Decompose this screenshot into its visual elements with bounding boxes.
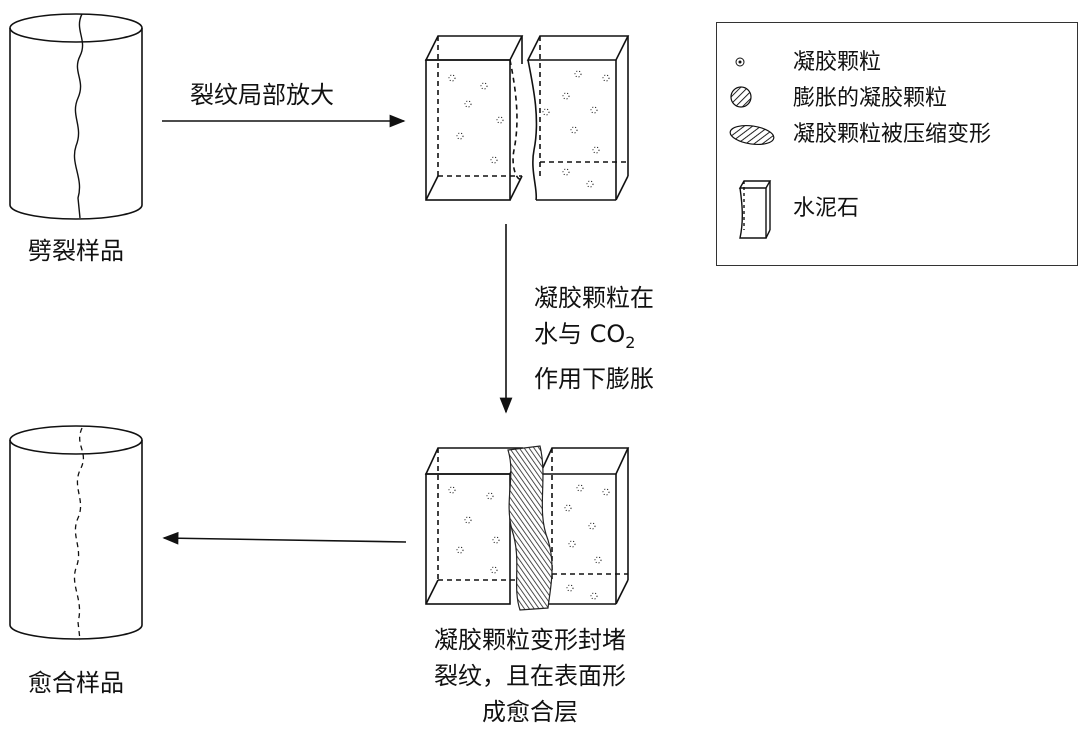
swell-line-2: 水与 CO2 xyxy=(534,320,636,352)
label-seal: 凝胶颗粒变形封堵 裂纹，且在表面形 成愈合层 xyxy=(434,622,626,730)
legend-label-cement: 水泥石 xyxy=(793,196,860,221)
healed-crack-line xyxy=(73,427,85,641)
label-split-sample: 劈裂样品 xyxy=(28,237,124,265)
zoomed-crack-blocks xyxy=(424,35,630,201)
arrow-heal xyxy=(162,531,407,545)
cement-stone-icon xyxy=(738,180,772,239)
seal-line-2: 裂纹，且在表面形 xyxy=(434,662,626,690)
swell-line-3: 作用下膨胀 xyxy=(534,364,654,393)
label-swell: 凝胶颗粒在 水与 CO2 作用下膨胀 xyxy=(534,280,654,397)
swell-line-1: 凝胶颗粒在 xyxy=(534,284,654,312)
label-healed-sample: 愈合样品 xyxy=(28,669,124,697)
legend: 凝胶颗粒 膨胀的凝胶颗粒 凝胶颗粒被压缩变形 水泥石 xyxy=(716,22,1078,266)
gel-particle-icon xyxy=(735,57,745,67)
compressed-gel-particle-icon xyxy=(729,124,775,146)
sealing-gel-layer xyxy=(507,445,553,611)
sealed-crack-blocks xyxy=(424,445,630,611)
legend-label-gel: 凝胶颗粒 xyxy=(793,50,882,75)
legend-label-compressed: 凝胶颗粒被压缩变形 xyxy=(793,122,992,147)
legend-icons xyxy=(729,57,775,239)
swollen-gel-particle-icon xyxy=(730,86,752,108)
label-zoom-crack: 裂纹局部放大 xyxy=(190,81,334,109)
legend-label-swollen: 膨胀的凝胶颗粒 xyxy=(793,86,948,111)
crack-line xyxy=(73,13,84,219)
seal-line-3: 成愈合层 xyxy=(482,698,578,726)
healed-sample-cylinder xyxy=(9,425,143,641)
seal-line-1: 凝胶颗粒变形封堵 xyxy=(434,626,626,654)
split-sample-cylinder xyxy=(9,13,143,220)
